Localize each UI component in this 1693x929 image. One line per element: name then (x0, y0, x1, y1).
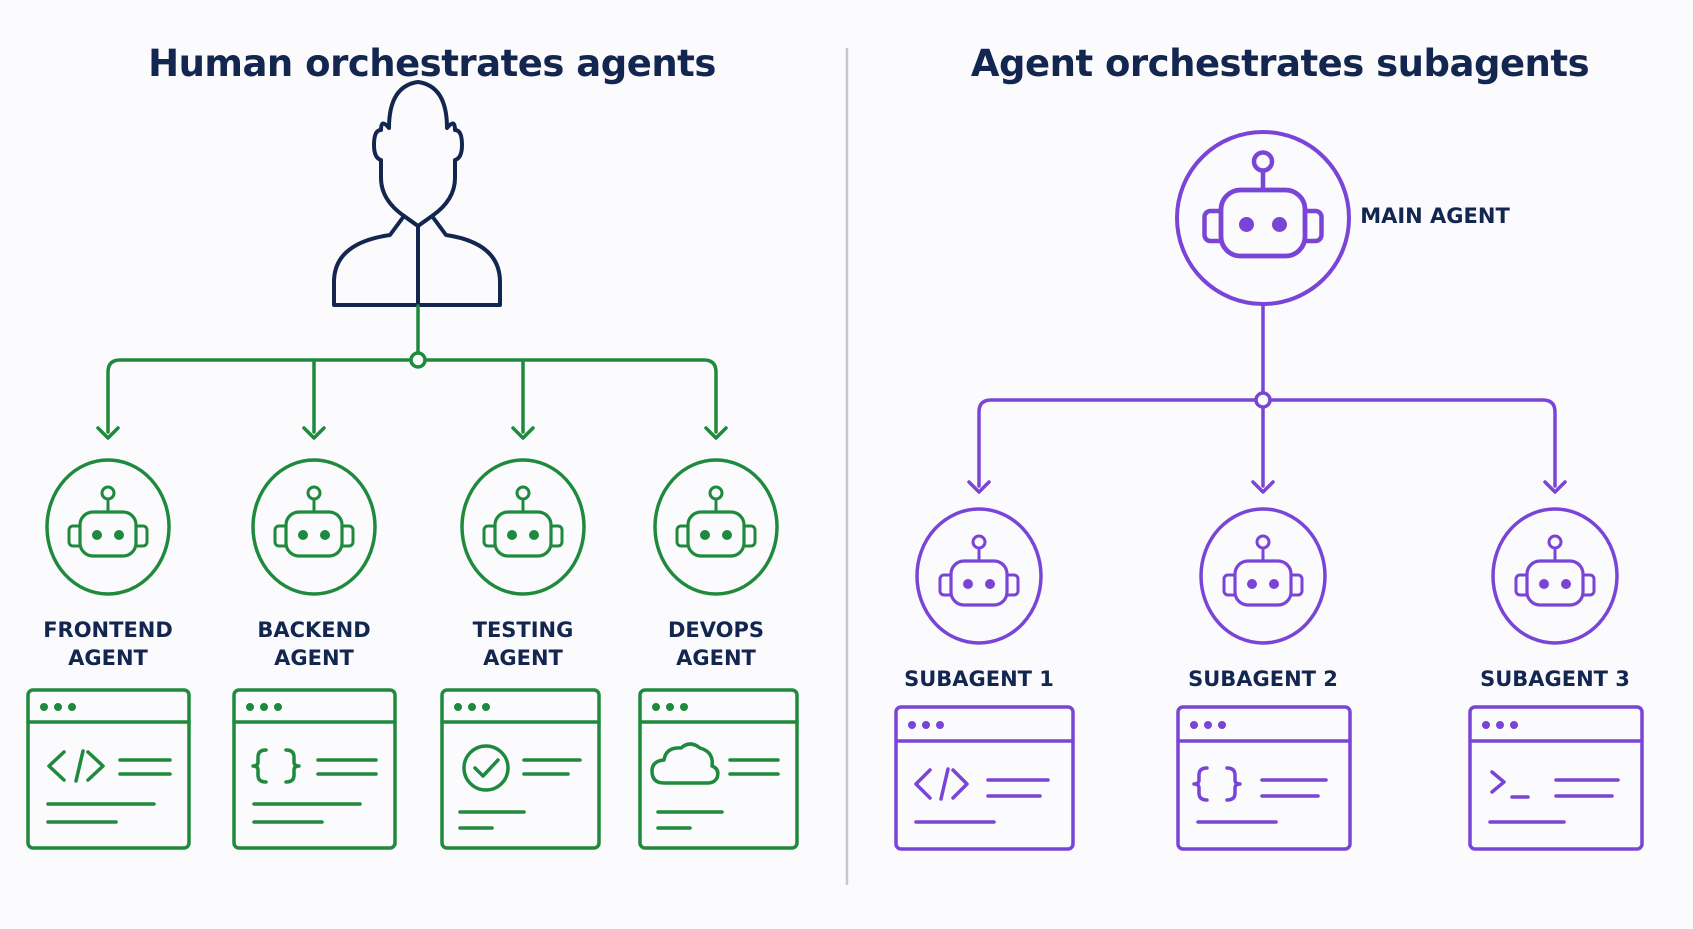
right-connectors (967, 303, 1567, 494)
main-agent-label: MAIN AGENT (1360, 204, 1510, 228)
subagent-label-3: SUBAGENT 3 (1480, 667, 1630, 691)
left-connectors (96, 304, 728, 440)
subagent-circle-3 (1491, 507, 1619, 645)
robot-icon (482, 485, 564, 558)
agent-circle-testing (460, 458, 586, 596)
person-icon (332, 80, 502, 307)
check-circle-icon (462, 744, 510, 792)
agent-circle-devops (653, 458, 779, 596)
robot-icon (1205, 153, 1322, 257)
window-backend (232, 688, 397, 850)
subagent-label-1: SUBAGENT 1 (904, 667, 1054, 691)
terminal-prompt-icon (1490, 770, 1530, 799)
agent-label-frontend: FRONTEND AGENT (43, 618, 173, 670)
left-agent-circles (45, 458, 779, 596)
agent-label-testing: TESTING AGENT (472, 618, 574, 670)
window-subagent-1 (894, 705, 1075, 851)
subagent-circle-1 (915, 507, 1043, 645)
subagent-circles (915, 507, 1619, 645)
agent-label-devops: DEVOPS AGENT (667, 618, 765, 670)
subagent-label-2: SUBAGENT 2 (1188, 667, 1338, 691)
robot-icon (675, 485, 757, 558)
cloud-icon (650, 742, 720, 785)
curly-braces-icon (1192, 766, 1242, 802)
robot-icon (938, 534, 1020, 607)
robot-icon (1514, 534, 1596, 607)
code-brackets-icon (47, 749, 105, 783)
window-devops (638, 688, 799, 850)
right-panel-title: Agent orchestrates subagents (970, 42, 1590, 85)
window-frontend (26, 688, 191, 850)
curly-braces-icon (251, 748, 301, 784)
window-testing (440, 688, 601, 850)
agent-circle-backend (251, 458, 377, 596)
robot-icon (1222, 534, 1304, 607)
window-subagent-2 (1176, 705, 1352, 851)
left-panel-title: Human orchestrates agents (148, 42, 716, 85)
subagent-circle-2 (1199, 507, 1327, 645)
code-brackets-icon (914, 767, 969, 801)
window-subagent-3 (1468, 705, 1644, 851)
robot-icon (273, 485, 355, 558)
agent-label-backend: BACKEND AGENT (257, 618, 371, 670)
robot-icon (67, 485, 149, 558)
agent-circle-frontend (45, 458, 171, 596)
